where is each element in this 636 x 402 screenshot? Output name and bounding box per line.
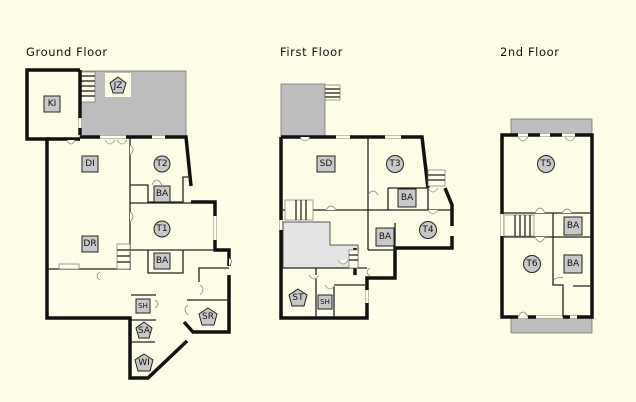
room-label-WI[interactable]: WI: [134, 353, 154, 372]
room-label-BA-2[interactable]: BA: [563, 254, 583, 274]
terrace: [280, 83, 326, 138]
room-code: ST: [292, 293, 304, 303]
terrace: [79, 70, 187, 138]
first-floor-stairs: [284, 169, 446, 269]
room-square: [43, 95, 61, 113]
room-code: T4: [421, 225, 433, 235]
room-label-JZ[interactable]: JZ: [105, 73, 131, 97]
room-square: [153, 252, 171, 270]
room-code: BA: [379, 232, 392, 242]
room-label-SH[interactable]: SH: [317, 294, 333, 310]
room-code: SA: [138, 326, 151, 336]
room-label-SR[interactable]: SR: [198, 307, 218, 326]
room-label-T3[interactable]: T3: [386, 155, 404, 173]
room-pentagon: [198, 307, 218, 326]
room-square: [317, 294, 333, 310]
room-code: DI: [85, 159, 95, 169]
room-square: [375, 227, 395, 247]
room-square: [153, 185, 171, 203]
room-code: DR: [83, 239, 96, 249]
ground-floor-title: Ground Floor: [26, 45, 108, 59]
room-label-ST[interactable]: ST: [288, 288, 308, 307]
room-circle: [537, 155, 555, 173]
room-code: SH: [320, 298, 330, 306]
terrace-stairs: [79, 71, 96, 103]
room-circle: [523, 255, 541, 273]
room-pentagon: [134, 353, 154, 372]
room-label-T4[interactable]: T4: [419, 221, 437, 239]
room-label-T6[interactable]: T6: [523, 255, 541, 273]
room-circle: [153, 220, 171, 238]
balcony-top: [510, 118, 593, 136]
room-label-SA[interactable]: SA: [135, 321, 153, 339]
room-label-BA-2[interactable]: BA: [375, 227, 395, 247]
ground-floor-plan: [25, 68, 232, 380]
room-square: [397, 188, 417, 208]
second-floor-stairs: [503, 214, 535, 237]
room-code: T3: [388, 159, 400, 169]
room-label-DI[interactable]: DI: [81, 155, 99, 173]
room-label-KI[interactable]: KI: [43, 95, 61, 113]
room-code: BA: [156, 256, 169, 266]
room-circle: [153, 155, 171, 173]
room-circle: [419, 221, 437, 239]
room-label-BA[interactable]: BA: [397, 188, 417, 208]
room-code: WI: [138, 358, 150, 368]
room-square: [81, 155, 99, 173]
room-code: SD: [320, 159, 333, 169]
room-code: BA: [567, 259, 580, 269]
room-square: [135, 298, 151, 314]
room-code: BA: [567, 221, 580, 231]
room-label-BA[interactable]: BA: [153, 185, 171, 203]
room-label-T5[interactable]: T5: [537, 155, 555, 173]
second-floor-title: 2nd Floor: [500, 45, 560, 59]
room-code: T2: [155, 159, 167, 169]
room-label-T1[interactable]: T1: [153, 220, 171, 238]
room-code: SR: [202, 312, 214, 322]
room-circle: [386, 155, 404, 173]
room-square: [563, 254, 583, 274]
second-floor-plan: [500, 118, 594, 334]
first-floor-title: First Floor: [280, 45, 343, 59]
room-label-BA[interactable]: BA: [563, 216, 583, 236]
room-label-SH[interactable]: SH: [135, 298, 151, 314]
room-code: T1: [155, 224, 167, 234]
room-square: [316, 155, 336, 173]
room-pentagon: [135, 321, 153, 339]
room-pentagon: [109, 76, 127, 94]
room-label-DR[interactable]: DR: [81, 235, 99, 253]
room-label-BA-2[interactable]: BA: [153, 252, 171, 270]
room-code: JZ: [113, 81, 123, 91]
balcony-bottom: [510, 316, 593, 334]
room-code: SH: [138, 302, 148, 310]
room-code: KI: [48, 99, 57, 109]
room-label-SD[interactable]: SD: [316, 155, 336, 173]
room-code: BA: [156, 189, 169, 199]
room-pentagon: [288, 288, 308, 307]
room-square: [563, 216, 583, 236]
room-code: T5: [539, 159, 551, 169]
room-square: [81, 235, 99, 253]
room-label-T2[interactable]: T2: [153, 155, 171, 173]
room-code: BA: [401, 193, 414, 203]
first-floor-plan: [279, 83, 454, 320]
room-code: T6: [525, 259, 537, 269]
